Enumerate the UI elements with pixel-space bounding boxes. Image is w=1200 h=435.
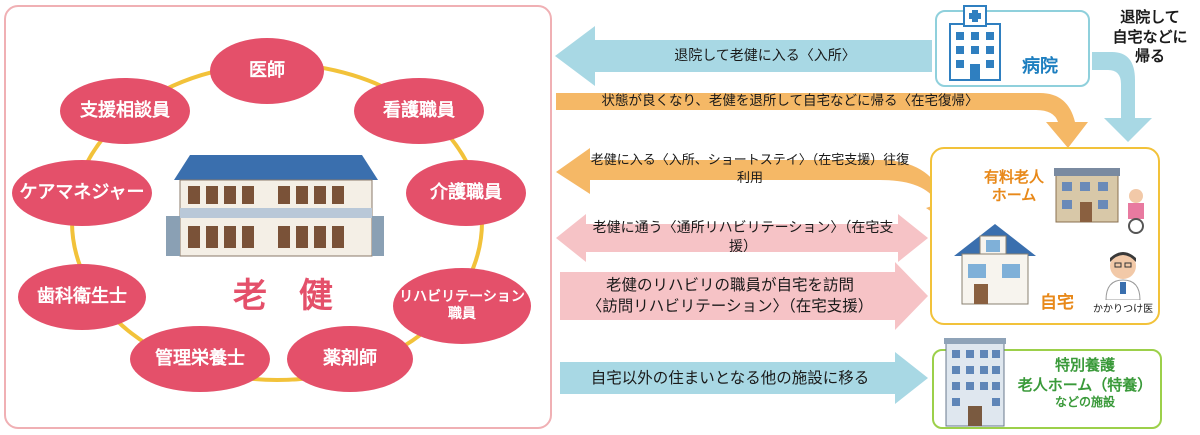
arrow-a1-label: 退院して老健に入る〈入所〉 <box>674 47 856 64</box>
hospital-icon <box>949 5 1001 81</box>
arrow-a4-label: 老健に通う〈通所リハビリテーション〉（在宅支援） <box>592 220 894 255</box>
home-icon <box>954 224 1036 305</box>
facility-building-icon <box>944 338 1006 427</box>
discharge-note-line1: 退院して <box>1120 8 1180 26</box>
nursing-home-line2: ホーム <box>991 186 1037 204</box>
role-dietitian: 管理栄養士 <box>130 326 270 392</box>
nursing-home-icon <box>1054 168 1144 234</box>
arrow-a6 <box>560 352 928 404</box>
facility-line3: などの施設 <box>1054 395 1115 409</box>
role-caremanager: ケアマネジャー <box>12 160 152 226</box>
arrow-hospital-home <box>1092 52 1152 142</box>
arrow-a3 <box>556 148 960 224</box>
arrow-a1 <box>555 26 932 86</box>
facility-line2: 老人ホーム（特養） <box>1017 375 1153 394</box>
role-rehab-line2: 職員 <box>448 306 476 322</box>
role-rehab: リハビリテーション 職員 <box>393 268 531 344</box>
arrow-a6-label: 自宅以外の住まいとなる他の施設に移る <box>590 368 870 387</box>
arrow-a5-line2: 〈訪問リハビリテーション〉（在宅支援） <box>586 297 874 315</box>
discharge-note-line3: 帰る <box>1134 47 1165 65</box>
arrow-a3-label: 老健に入る〈入所、ショートステイ〉（在宅支援）往復利用 <box>590 153 910 186</box>
role-caregiver: 介護職員 <box>406 160 526 226</box>
arrow-a5-line1: 老健のリハビリの職員が自宅を訪問 <box>605 276 854 295</box>
role-nurse: 看護職員 <box>354 78 484 144</box>
home-label: 自宅 <box>1040 293 1074 313</box>
role-counselor: 支援相談員 <box>60 78 190 144</box>
family-doctor-icon <box>1105 252 1141 300</box>
arrow-a5 <box>560 262 928 330</box>
center-label: 老 健 <box>233 276 343 316</box>
role-pharmacist: 薬剤師 <box>287 326 413 392</box>
role-rehab-line1: リハビリテーション <box>399 288 525 305</box>
role-dental: 歯科衛生士 <box>18 264 146 330</box>
family-doctor-label: かかりつけ医 <box>1093 304 1154 315</box>
arrow-a2 <box>556 93 1088 148</box>
nursing-home-line1: 有料老人 <box>984 168 1045 186</box>
nursing-home-label: 有料老人 ホーム <box>984 168 1044 204</box>
facility-label: 特別養護 老人ホーム（特養） などの施設 <box>1010 356 1160 411</box>
role-doctor: 医師 <box>210 38 324 104</box>
hospital-label: 病院 <box>1022 56 1058 77</box>
discharge-note: 退院して 自宅などに 帰る <box>1100 8 1200 67</box>
arrow-a2-label: 状態が良くなり、老健を退所して自宅などに帰る〈在宅復帰〉 <box>601 93 979 110</box>
discharge-note-line2: 自宅などに <box>1112 27 1188 46</box>
arrow-a5-label: 老健のリハビリの職員が自宅を訪問 〈訪問リハビリテーション〉（在宅支援） <box>565 272 895 320</box>
arrow-a4 <box>556 214 928 262</box>
facility-line1: 特別養護 <box>1054 356 1115 374</box>
roken-building-icon <box>166 155 384 257</box>
